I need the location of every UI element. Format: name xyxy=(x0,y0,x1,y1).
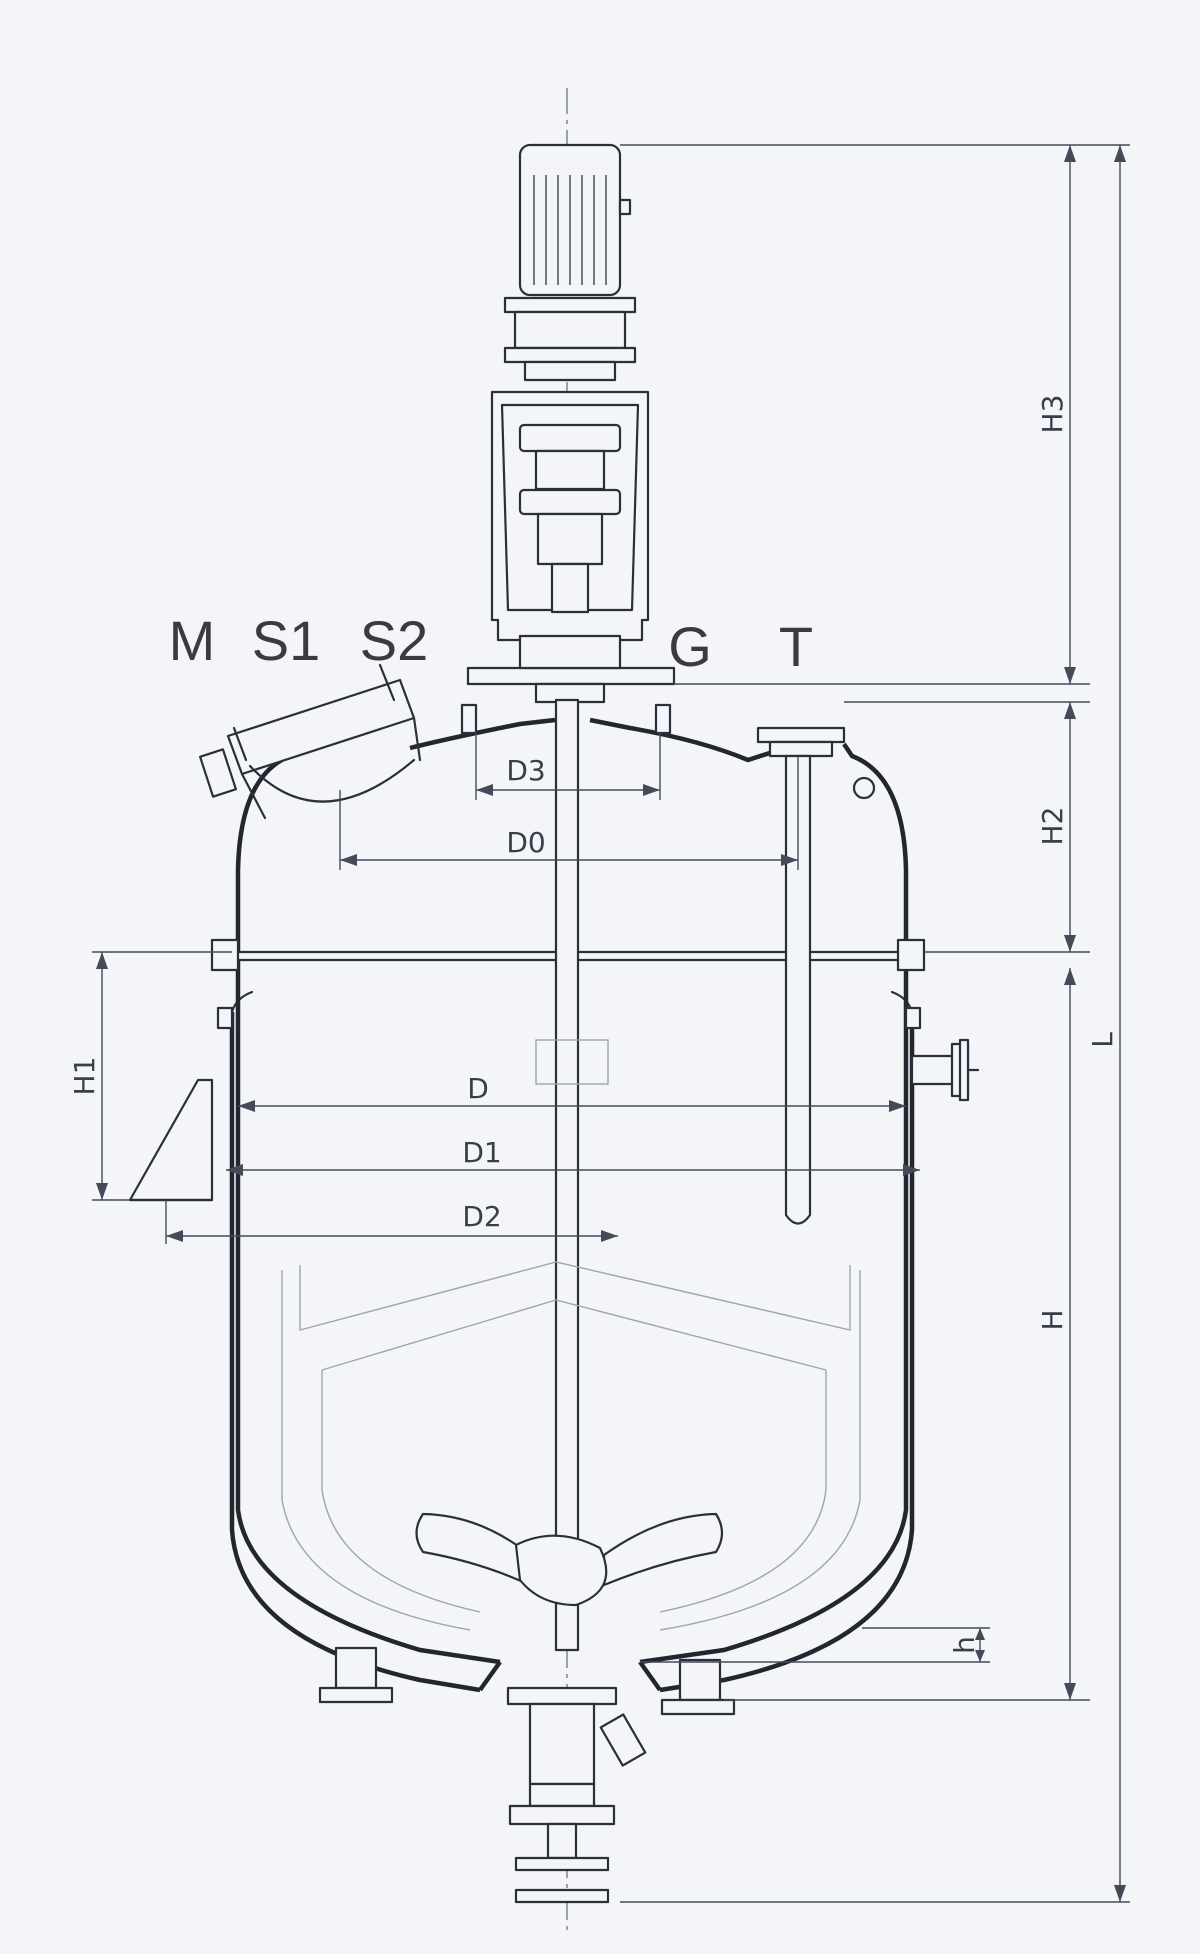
dim-label-d: D xyxy=(467,1072,489,1105)
sight-glass-m xyxy=(198,748,238,798)
dim-label-h-small: h xyxy=(948,1636,981,1654)
nozzle-label-s1: S1 xyxy=(252,609,321,672)
nozzle-label-s2: S2 xyxy=(360,609,429,672)
dimensions-vertical xyxy=(92,144,1130,1903)
bottom-outlet xyxy=(318,1646,736,1904)
reducer-body xyxy=(513,310,627,350)
dim-label-d0: D0 xyxy=(506,826,545,859)
support-bracket xyxy=(128,1078,214,1202)
dim-label-h: H xyxy=(1036,1309,1069,1330)
inner-shell-wall xyxy=(235,960,501,1665)
jacket-outer-wall xyxy=(229,1012,481,1693)
drive-base-plate xyxy=(466,666,676,686)
dim-label-l: L xyxy=(1086,1032,1119,1048)
anchor-impeller xyxy=(415,1512,532,1587)
dim-label-d1: D1 xyxy=(462,1136,501,1169)
agitator-shaft xyxy=(554,698,580,1652)
thermowell-t xyxy=(756,726,876,1225)
support-lug xyxy=(128,1006,922,1202)
dim-label-h3: H3 xyxy=(1036,395,1069,434)
body-flange-left xyxy=(210,938,240,972)
dim-label-d2: D2 xyxy=(462,1200,501,1233)
manhole-assembly xyxy=(198,663,672,820)
nozzle-labels: M S1 S2 G T xyxy=(169,609,813,678)
nozzle-label-g: G xyxy=(668,615,712,678)
side-nozzle-right xyxy=(910,1038,980,1102)
bottom-left-nozzle xyxy=(334,1646,378,1690)
agitator-drive xyxy=(466,143,676,704)
dim-label-h1: H1 xyxy=(68,1057,101,1096)
motor-terminal-box xyxy=(618,198,632,216)
bottom-valve-flange xyxy=(506,1686,618,1706)
manhole-flange xyxy=(226,678,416,776)
reducer-flange xyxy=(503,296,637,314)
dim-label-h2: H2 xyxy=(1036,807,1069,846)
nozzle-label-t: T xyxy=(779,615,813,678)
agitator xyxy=(281,698,861,1652)
dimensions-horizontal xyxy=(165,733,920,1244)
bottom-right-nozzle xyxy=(678,1658,722,1702)
dimension-text: H3 H2 L H h H1 D3 D0 D D1 D2 xyxy=(68,395,1119,1654)
nozzle-label-m: M xyxy=(169,609,216,672)
dim-label-d3: D3 xyxy=(506,754,545,787)
